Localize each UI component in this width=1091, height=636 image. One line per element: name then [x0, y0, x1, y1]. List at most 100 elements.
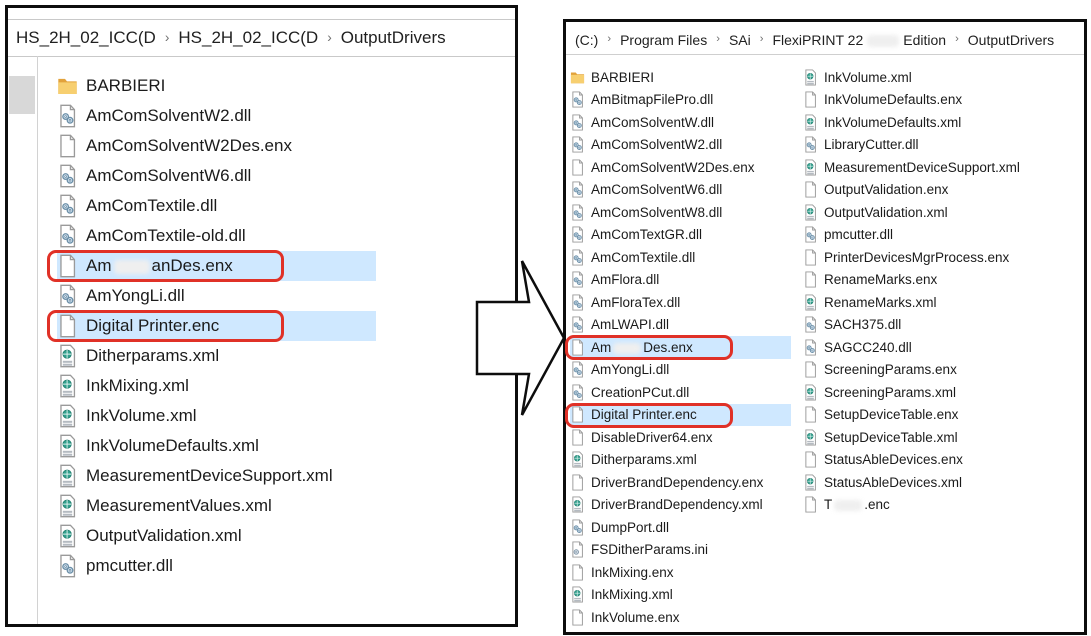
file-row[interactable]: AmComSolventW.dll — [570, 111, 801, 134]
file-name: StatusAbleDevices.enx — [824, 452, 963, 468]
file-row[interactable]: AmYongLi.dll — [57, 281, 497, 311]
file-row[interactable]: AmComSolventW2Des.enx — [570, 156, 801, 179]
file-name: pmcutter.dll — [824, 227, 894, 243]
breadcrumb-item[interactable]: SAi — [728, 32, 751, 48]
dll-icon — [570, 249, 585, 266]
file-row[interactable]: SetupDeviceTable.enx — [803, 404, 1086, 427]
file-row[interactable]: AmComSolventW2Des.enx — [57, 131, 497, 161]
file-row[interactable]: RenameMarks.xml — [803, 291, 1086, 314]
file-row[interactable]: BARBIERI — [570, 66, 801, 89]
file-row[interactable]: Ditherparams.xml — [57, 341, 497, 371]
file-row[interactable]: SetupDeviceTable.xml — [803, 426, 1086, 449]
breadcrumb-item[interactable]: HS_2H_02_ICC(D — [178, 28, 319, 47]
file-row[interactable]: PrinterDevicesMgrProcess.enx — [803, 246, 1086, 269]
file-row[interactable]: Ditherparams.xml — [570, 449, 801, 472]
file-row[interactable]: AmComSolventW6.dll — [57, 161, 497, 191]
file-icon — [803, 406, 818, 423]
file-row[interactable]: AmComTextile.dll — [570, 246, 801, 269]
file-row[interactable]: BARBIERI — [57, 71, 497, 101]
file-row[interactable]: DriverBrandDependency.xml — [570, 494, 801, 517]
file-row[interactable]: SACH375.dll — [803, 314, 1086, 337]
file-name: AmComSolventW2.dll — [86, 106, 252, 125]
file-row[interactable]: AmComSolventW2.dll — [57, 101, 497, 131]
file-row[interactable]: OutputValidation.xml — [803, 201, 1086, 224]
file-name: ScreeningParams.xml — [824, 384, 957, 400]
dll-icon — [570, 226, 585, 243]
file-row[interactable]: DumpPort.dll — [570, 516, 801, 539]
file-name: RenameMarks.enx — [824, 272, 938, 288]
file-row[interactable]: Digital Printer.enc — [565, 402, 801, 428]
file-name: FSDitherParams.ini — [591, 542, 709, 558]
file-icon — [570, 159, 585, 176]
file-row[interactable]: FSDitherParams.ini — [570, 539, 801, 562]
file-row[interactable]: CreationPCut.dll — [570, 381, 801, 404]
file-row[interactable]: InkMixing.xml — [57, 371, 497, 401]
file-name: AmFlora.dll — [591, 272, 660, 288]
file-row[interactable]: Digital Printer.enc — [47, 310, 497, 342]
file-name: InkMixing.enx — [591, 564, 674, 580]
file-row[interactable]: ScreeningParams.enx — [803, 359, 1086, 382]
file-name: DumpPort.dll — [591, 519, 670, 535]
file-row[interactable]: AmComSolventW6.dll — [570, 179, 801, 202]
file-name: AmComTextile.dll — [591, 249, 696, 265]
file-row[interactable]: MeasurementDeviceSupport.xml — [57, 461, 497, 491]
file-row[interactable]: pmcutter.dll — [57, 551, 497, 581]
file-name: PrinterDevicesMgrProcess.enx — [824, 249, 1010, 265]
file-row[interactable]: InkVolume.xml — [57, 401, 497, 431]
file-row[interactable]: AmYongLi.dll — [570, 359, 801, 382]
breadcrumb-item[interactable]: Program Files — [620, 32, 708, 48]
file-row[interactable]: InkVolume.xml — [803, 66, 1086, 89]
file-row[interactable]: InkVolume.enx — [570, 606, 801, 629]
file-row[interactable]: InkVolumeDefaults.xml — [57, 431, 497, 461]
file-row[interactable]: AmLWAPI.dll — [570, 314, 801, 337]
file-row[interactable]: AmFlora.dll — [570, 269, 801, 292]
file-row[interactable]: AmComSolventW2.dll — [570, 134, 801, 157]
file-row[interactable]: T.enc — [803, 494, 1086, 517]
file-row[interactable]: StatusAbleDevices.xml — [803, 471, 1086, 494]
file-row[interactable]: InkMixing.xml — [570, 584, 801, 607]
file-row[interactable]: DriverBrandDependency.enx — [570, 471, 801, 494]
breadcrumb-item[interactable]: OutputDrivers — [967, 32, 1055, 48]
file-row[interactable]: AmFloraTex.dll — [570, 291, 801, 314]
breadcrumb-item[interactable]: (C:) — [575, 32, 599, 48]
file-row[interactable]: AmComTextGR.dll — [570, 224, 801, 247]
file-row[interactable]: StatusAbleDevices.enx — [803, 449, 1086, 472]
file-row[interactable]: OutputValidation.enx — [803, 179, 1086, 202]
file-row[interactable]: AmComTextile.dll — [57, 191, 497, 221]
file-row[interactable]: pmcutter.dll — [803, 224, 1086, 247]
file-name: DriverBrandDependency.xml — [591, 497, 763, 513]
breadcrumb-item[interactable]: OutputDrivers — [340, 28, 446, 47]
file-name-text: Am — [86, 256, 112, 275]
breadcrumb-item[interactable]: HS_2H_02_ICC(D — [16, 28, 156, 47]
file-row[interactable]: SAGCC240.dll — [803, 336, 1086, 359]
file-name: InkVolumeDefaults.xml — [86, 436, 259, 455]
file-icon — [570, 474, 585, 491]
file-row[interactable]: InkVolumeDefaults.enx — [803, 89, 1086, 112]
file-row[interactable]: LibraryCutter.dll — [803, 134, 1086, 157]
file-row[interactable]: AmBitmapFilePro.dll — [570, 89, 801, 112]
file-row[interactable]: ScreeningParams.xml — [803, 381, 1086, 404]
file-row[interactable]: InkMixing.enx — [570, 561, 801, 584]
file-row[interactable]: AmComSolventW8.dll — [570, 201, 801, 224]
xml-icon — [803, 114, 818, 131]
file-row[interactable]: AmComTextile-old.dll — [57, 221, 497, 251]
file-row[interactable]: OutputValidation.xml — [57, 521, 497, 551]
file-row[interactable]: DisableDriver64.enx — [570, 426, 801, 449]
xml-icon — [57, 374, 78, 398]
dll-icon — [570, 361, 585, 378]
file-row[interactable]: RenameMarks.enx — [803, 269, 1086, 292]
dll-icon — [57, 554, 78, 578]
file-row[interactable]: MeasurementValues.xml — [57, 491, 497, 521]
file-name: MeasurementDeviceSupport.xml — [824, 159, 1020, 175]
xml-icon — [803, 384, 818, 401]
file-row[interactable]: InkVolumeDefaults.xml — [803, 111, 1086, 134]
redacted-text — [613, 342, 642, 354]
file-icon — [803, 181, 818, 198]
file-row[interactable]: MeasurementDeviceSupport.xml — [803, 156, 1086, 179]
file-name: OutputValidation.enx — [824, 182, 949, 198]
file-name: DisableDriver64.enx — [591, 429, 713, 445]
